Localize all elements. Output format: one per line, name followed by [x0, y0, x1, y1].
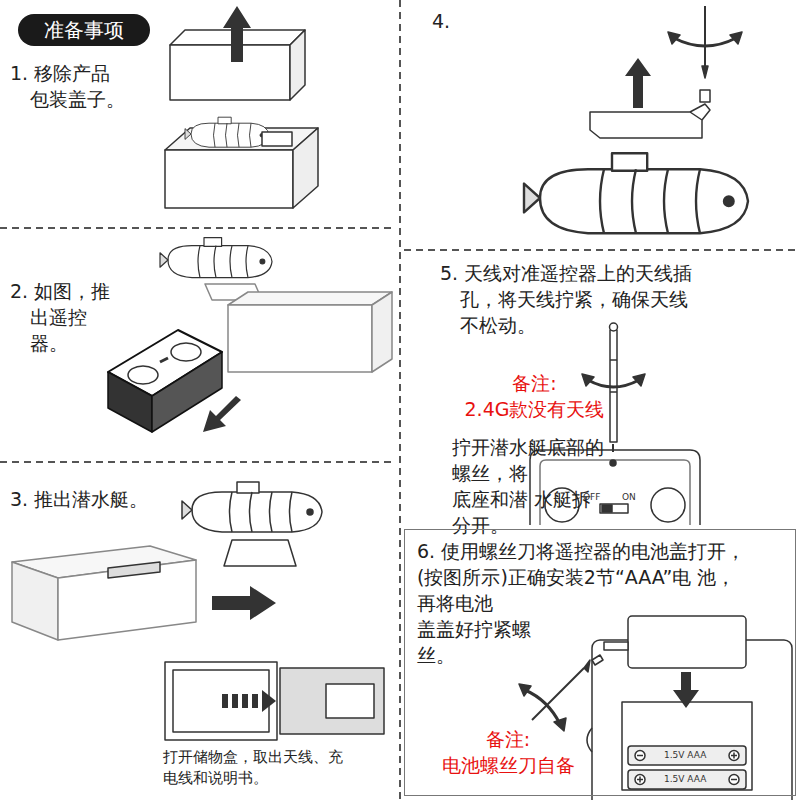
remote-mini	[262, 132, 292, 146]
screw	[592, 655, 603, 665]
turn-arrow	[525, 690, 560, 724]
wrap-spacer	[548, 34, 608, 434]
switch-label: OFF	[583, 492, 600, 502]
step-text: 3. 推出潜水艇。	[10, 486, 310, 512]
caption-text: 打开储物盒，取出天线、充 电线和说明书。	[163, 747, 363, 789]
plus-sign	[729, 751, 739, 761]
divider-line	[0, 227, 396, 229]
tray-front	[58, 560, 196, 640]
note-text: 备注: 2.4G款没有天线	[452, 370, 617, 422]
dashed-arrow-head	[262, 690, 276, 712]
minus-sign	[731, 779, 737, 781]
divider-line	[404, 249, 800, 251]
plus-sign	[731, 753, 737, 759]
section-pill: 准备事项	[18, 14, 150, 46]
screwdriver-tip	[702, 66, 708, 78]
battery	[628, 770, 746, 789]
tray-front	[165, 150, 293, 208]
battery	[628, 746, 746, 765]
up-arrow	[223, 6, 251, 62]
step-text: 5. 天线对准遥控器上的天线插 孔，将天线拧紧，确保天线 不松动。	[440, 260, 730, 338]
push-arrow	[203, 396, 241, 432]
step-panel: 4. 拧开潜水艇底部的 螺丝，将 底座和潜 水艇拆 分开。	[402, 0, 800, 248]
dashed-arrow	[222, 694, 258, 708]
step-panel: 6. 使用螺丝刀将遥控器的电池盖打开， (按图所示)正确安装2节“AAA”电 池…	[404, 529, 796, 796]
plus-sign	[637, 777, 643, 783]
battery-label: 1.5V AAA	[664, 750, 706, 760]
turn-arrow	[588, 380, 639, 387]
turn-arrow	[674, 38, 736, 46]
screwdriver-tip	[584, 660, 590, 672]
minus-sign	[635, 751, 645, 761]
antenna-tip	[610, 323, 618, 331]
remote-push-illustration	[108, 238, 392, 432]
base-removal-illustration	[524, 6, 748, 233]
wrap-spacer	[552, 590, 777, 800]
submarine	[185, 117, 269, 147]
cover-tab	[604, 642, 628, 650]
section-pill-text: 准备事项	[18, 14, 150, 46]
power-switch	[600, 504, 628, 513]
step-panel: 5. 天线对准遥控器上的天线插 孔，将天线拧紧，确保天线 不松动。备注: 2.4…	[402, 252, 800, 524]
screwdriver	[532, 668, 584, 720]
switch	[160, 358, 168, 362]
storage-box-inner	[173, 670, 269, 732]
submarine	[160, 238, 272, 278]
push-arrow	[212, 586, 276, 620]
tray-side	[12, 562, 58, 640]
lid-side	[290, 30, 305, 100]
turn-arrow-head	[519, 684, 566, 731]
switch-knob	[602, 505, 612, 512]
lift-arrow	[625, 58, 651, 108]
tray-side	[293, 128, 318, 208]
step-text: 2. 如图，推 出遥控 器。	[10, 278, 118, 356]
step-text: 1. 移除产品 包装盖子。	[10, 60, 128, 112]
lid-front	[170, 45, 290, 100]
tray-slot	[108, 562, 160, 578]
submarine	[182, 482, 322, 532]
package-illustration	[165, 6, 318, 208]
divider-line	[0, 461, 396, 463]
joystick	[171, 343, 201, 361]
base-part	[590, 112, 702, 138]
turn-arrow-head	[668, 32, 742, 44]
insert-line	[612, 444, 614, 452]
stand	[224, 540, 296, 566]
turn-arrow-head	[582, 374, 645, 386]
note-text: 备注: 电池螺丝刀自备	[433, 726, 583, 778]
divider-line	[399, 0, 401, 800]
tray-side	[372, 292, 392, 372]
storage-box	[165, 662, 277, 740]
base-arm	[690, 104, 710, 120]
minus-sign	[729, 775, 739, 785]
battery-cover	[628, 616, 746, 668]
battery-label: 1.5V AAA	[664, 774, 706, 784]
remote-body	[530, 450, 700, 525]
submarine	[524, 153, 748, 233]
screw	[700, 90, 710, 102]
plus-sign	[635, 775, 645, 785]
step-panel: 3. 推出潜水艇。打开储物盒，取出天线、充 电线和说明书。	[0, 464, 398, 800]
joystick	[128, 366, 158, 384]
battery-compartment	[622, 702, 752, 790]
remote-tab	[587, 728, 592, 752]
switch-label: ON	[622, 492, 636, 502]
tray-top	[228, 292, 392, 305]
storage-drawer	[280, 668, 384, 734]
antenna-hole	[610, 460, 616, 466]
tray-front	[228, 305, 372, 372]
step-panel: 1. 移除产品 包装盖子。 准备事项	[0, 0, 398, 226]
step-panel: 2. 如图，推 出遥控 器。	[0, 230, 398, 460]
screwdriver	[704, 6, 706, 66]
joystick	[651, 488, 685, 522]
submarine-push-illustration	[12, 482, 384, 740]
minus-sign	[637, 755, 643, 757]
drawer-handle	[326, 684, 374, 718]
down-arrow	[673, 672, 699, 708]
